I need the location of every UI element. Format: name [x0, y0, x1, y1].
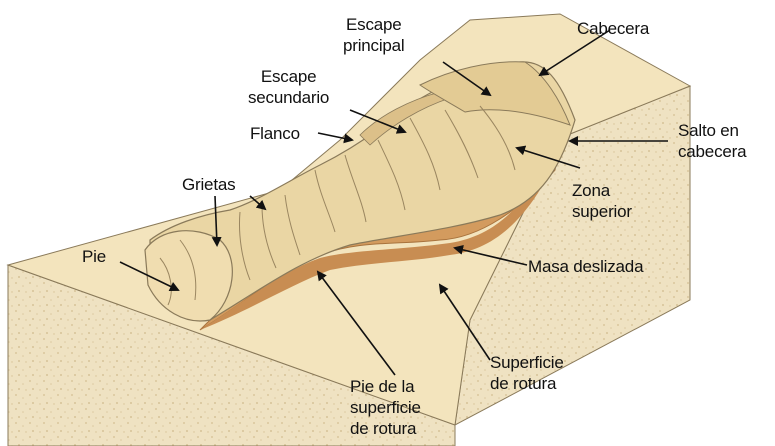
label-flanco: Flanco [250, 123, 300, 144]
label-salto-en-cabecera: Salto en cabecera [678, 120, 746, 162]
label-cabecera: Cabecera [577, 18, 649, 39]
label-grietas: Grietas [182, 174, 235, 195]
label-superficie-de-rotura: Superficie de rotura [490, 352, 564, 394]
label-escape-principal: Escape principal [343, 14, 405, 56]
label-zona-superior: Zona superior [572, 180, 632, 222]
label-escape-secundario: Escape secundario [248, 66, 329, 108]
label-pie: Pie [82, 246, 106, 267]
label-pie-de-la-superficie-de-rotura: Pie de la superficie de rotura [350, 376, 421, 439]
label-masa-deslizada: Masa deslizada [528, 256, 643, 277]
